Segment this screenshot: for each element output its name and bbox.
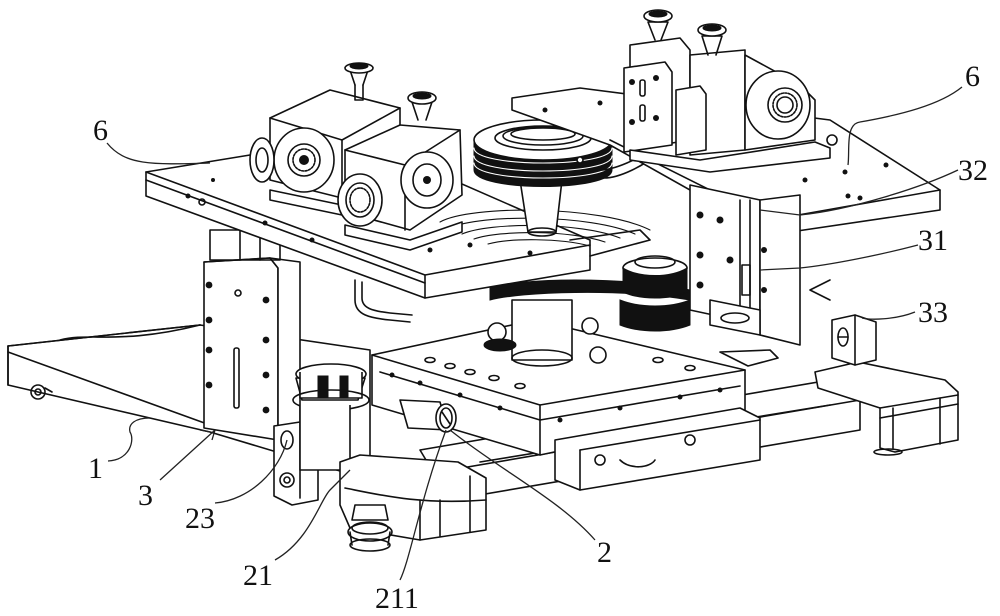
leader-33 (861, 311, 916, 320)
ref-label-211: 211 (375, 582, 419, 615)
support-column-left (203, 229, 301, 449)
leveling-foot (347, 504, 393, 552)
leader-lines (106, 86, 963, 581)
slide-table (371, 319, 779, 491)
leader-21 (274, 469, 351, 561)
grinding-head-right (623, 9, 838, 173)
mounting-plate-left (145, 154, 651, 323)
leader-6-left (106, 142, 211, 165)
leader-32 (759, 169, 959, 216)
reference-labels: 6 6 32 31 33 1 3 23 21 211 2 (88, 60, 988, 615)
foot-pad-right (814, 361, 959, 456)
leader-1 (107, 417, 151, 462)
leader-211 (399, 429, 447, 581)
center-chuck (483, 255, 691, 367)
ref-label-21: 21 (243, 559, 273, 592)
grinding-head-front-left (337, 91, 463, 251)
ref-label-23: 23 (185, 502, 215, 535)
ref-label-2: 2 (597, 536, 612, 569)
ref-label-33: 33 (918, 296, 948, 329)
ref-label-1: 1 (88, 452, 103, 485)
leader-2 (449, 429, 596, 541)
adjusting-knob (399, 399, 457, 433)
column-right (689, 184, 831, 346)
ref-label-3: 3 (138, 479, 153, 512)
ref-label-32: 32 (958, 154, 988, 187)
leader-3 (159, 429, 216, 481)
lug-bracket-right (831, 314, 877, 366)
drive-motor (292, 363, 370, 471)
leader-6-right (847, 86, 963, 166)
ref-label-6-left: 6 (93, 114, 108, 147)
leader-31 (759, 244, 919, 271)
ref-label-31: 31 (918, 224, 948, 257)
leader-23 (214, 439, 288, 504)
ref-label-6-right: 6 (965, 60, 980, 93)
